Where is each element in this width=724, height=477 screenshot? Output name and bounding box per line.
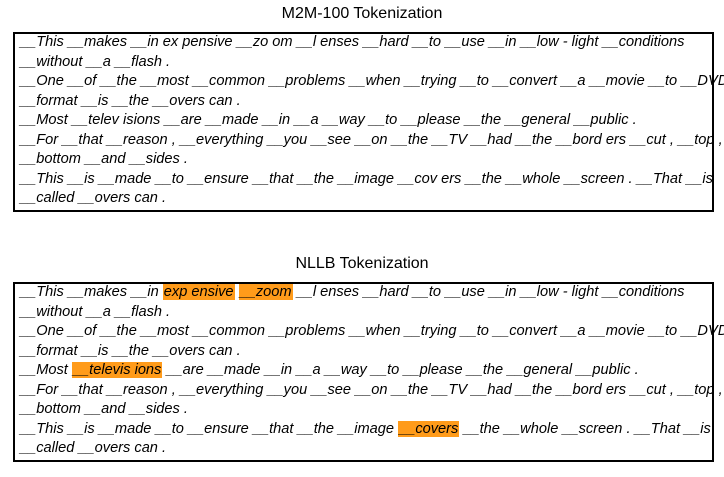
- token-line: __This __makes __in ex pensive __zo om _…: [20, 33, 724, 53]
- nllb-token-lines: __This __makes __in exp ensive __zoom __…: [20, 283, 724, 459]
- token-text: __called __overs can .: [20, 190, 167, 206]
- nllb-tokenization-box: __This __makes __in exp ensive __zoom __…: [13, 282, 724, 462]
- token-text: __For __that __reason , __everything __y…: [20, 381, 723, 398]
- token-text: __One __of __the __most __common __probl…: [20, 323, 724, 339]
- token-text: __This __makes __in: [20, 284, 163, 300]
- m2m-tokenization-box: __This __makes __in ex pensive __zo om _…: [13, 32, 724, 212]
- token-line: __One __of __the __most __common __probl…: [20, 322, 724, 342]
- token-line: __without __a __flash .: [20, 53, 724, 73]
- token-line: __For __that __reason , __everything __y…: [20, 131, 724, 151]
- token-text: __This __is __made __to __ensure __that …: [20, 170, 713, 187]
- token-text: __bottom __and __sides .: [20, 401, 188, 417]
- token-text: __format __is __the __overs can .: [20, 92, 241, 109]
- token-line: __called __overs can .: [20, 189, 724, 209]
- token-line: __For __that __reason , __everything __y…: [20, 381, 724, 401]
- highlighted-token: __covers: [398, 420, 460, 437]
- token-text: __For __that __reason , __everything __y…: [20, 131, 723, 148]
- token-text: __Most: [20, 362, 72, 378]
- token-line: __without __a __flash .: [20, 303, 724, 323]
- token-text: __This __is __made __to __ensure __that …: [20, 420, 399, 437]
- token-line: __This __is __made __to __ensure __that …: [20, 170, 724, 190]
- nllb-panel-title: NLLB Tokenization: [295, 255, 429, 272]
- token-text: __are __made __in __a __way __to __pleas…: [162, 362, 639, 378]
- token-text: __without __a __flash .: [20, 303, 171, 320]
- token-text: __format __is __the __overs can .: [20, 342, 241, 359]
- token-text: __called __overs can .: [20, 440, 167, 456]
- highlighted-token: __zoom: [238, 284, 293, 300]
- highlighted-token: __televis ions: [71, 362, 163, 378]
- token-text: __the __whole __screen . __That __is: [459, 420, 711, 437]
- token-line: __This __is __made __to __ensure __that …: [20, 420, 724, 440]
- token-text: __Most __telev isions __are __made __in …: [20, 112, 637, 128]
- token-line: __called __overs can .: [20, 439, 724, 459]
- token-line: __Most __telev isions __are __made __in …: [20, 111, 724, 131]
- token-line: __format __is __the __overs can .: [20, 342, 724, 362]
- m2m-token-lines: __This __makes __in ex pensive __zo om _…: [20, 33, 724, 209]
- token-text: __This __makes __in ex pensive __zo om _…: [20, 34, 685, 50]
- token-line: __bottom __and __sides .: [20, 150, 724, 170]
- token-line: __Most __televis ions __are __made __in …: [20, 361, 724, 381]
- token-text: __without __a __flash .: [20, 53, 171, 70]
- token-text: __l enses __hard __to __use __in __low -…: [292, 284, 685, 300]
- token-text: __bottom __and __sides .: [20, 151, 188, 167]
- token-line: __One __of __the __most __common __probl…: [20, 72, 724, 92]
- token-line: __This __makes __in exp ensive __zoom __…: [20, 283, 724, 303]
- token-text: __One __of __the __most __common __probl…: [20, 73, 724, 89]
- m2m-panel-title: M2M-100 Tokenization: [281, 5, 443, 22]
- token-line: __bottom __and __sides .: [20, 400, 724, 420]
- highlighted-token: exp ensive: [162, 284, 235, 300]
- token-line: __format __is __the __overs can .: [20, 92, 724, 112]
